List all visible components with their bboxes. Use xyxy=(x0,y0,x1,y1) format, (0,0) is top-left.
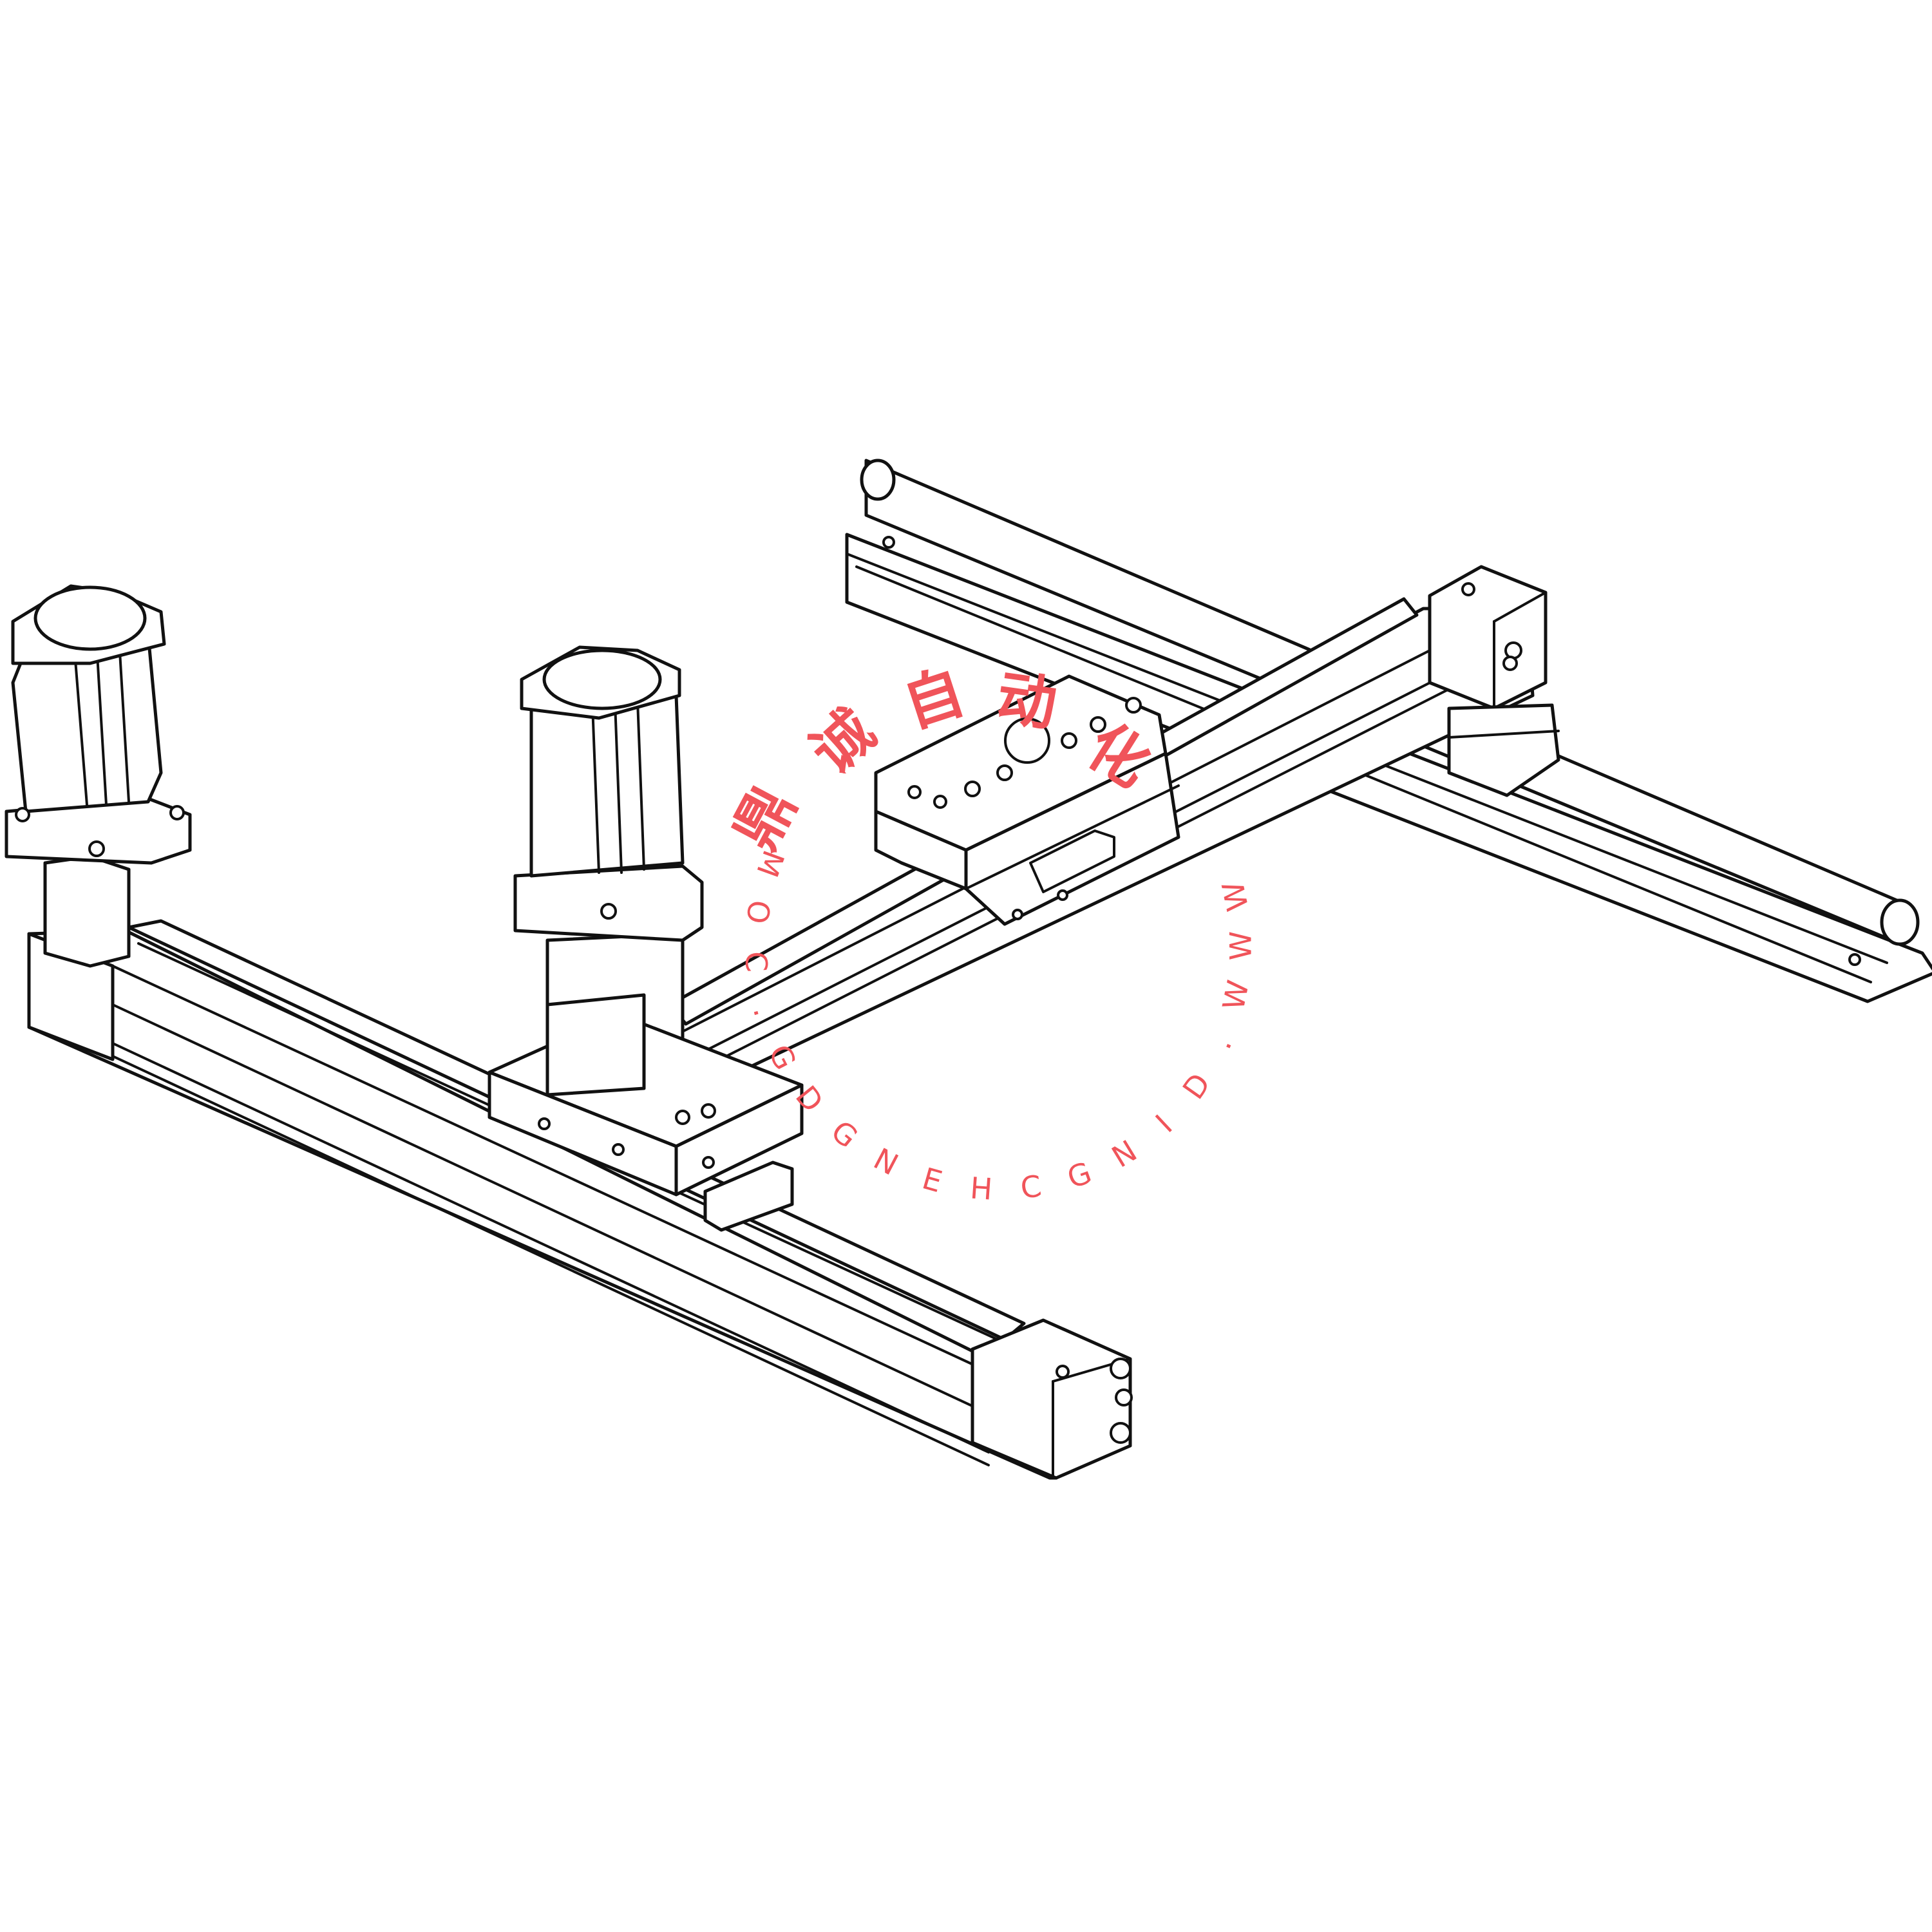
watermark-url-char: C xyxy=(1018,1168,1043,1206)
watermark-url-char: W xyxy=(1223,931,1258,961)
watermark-url-char: D xyxy=(1176,1067,1218,1106)
watermark-url-char: N xyxy=(1106,1133,1142,1175)
watermark-cn-char: 动 xyxy=(992,663,1061,739)
watermark-cn-char: 自 xyxy=(895,657,973,741)
watermark-url-char: G xyxy=(1063,1155,1096,1195)
watermark-url-char: G xyxy=(824,1113,864,1155)
watermark-url-char: I xyxy=(1149,1108,1179,1139)
watermark-url-char: W xyxy=(1215,878,1255,914)
servo-motor-middle xyxy=(513,645,704,1052)
watermark-url-char: N xyxy=(868,1141,904,1182)
servo-motor-left xyxy=(5,584,192,968)
x-carriage-plate xyxy=(488,993,804,1232)
watermark-url-char: W xyxy=(1216,978,1256,1013)
watermark-url-char: H xyxy=(969,1170,994,1206)
watermark-url-char: E xyxy=(918,1160,946,1199)
watermark-url-char: C xyxy=(738,951,774,973)
watermark-url-char: . xyxy=(1203,1032,1238,1054)
watermark-url-char: O xyxy=(739,898,777,926)
center-slider-block xyxy=(874,674,1180,926)
